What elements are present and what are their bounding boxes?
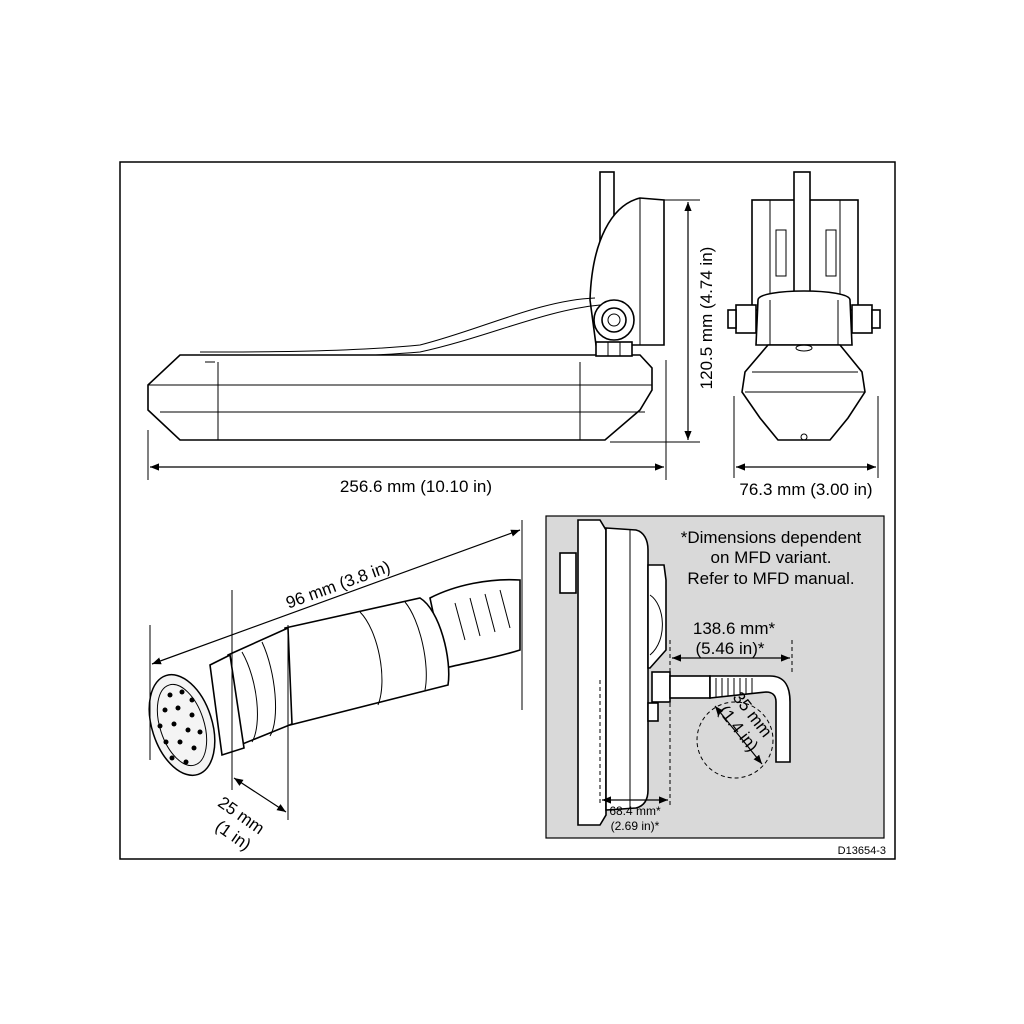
depth-in-label: (2.69 in)*	[611, 819, 660, 833]
connector-view	[148, 578, 521, 777]
width-dimension: 76.3 mm (3.00 in)	[733, 396, 879, 499]
height-label: 120.5 mm (4.74 in)	[697, 247, 716, 390]
mfd-note-line-3: Refer to MFD manual.	[687, 569, 854, 588]
transducer-side-view	[147, 171, 665, 441]
mfd-note-line-2: on MFD variant.	[711, 548, 832, 567]
mfd-inset	[545, 515, 885, 839]
connector-length-label: 96 mm (3.8 in)	[283, 557, 392, 612]
drawing-id: D13654-3	[838, 845, 886, 857]
width-label: 76.3 mm (3.00 in)	[739, 480, 872, 499]
height-dimension: 120.5 mm (4.74 in)	[610, 199, 716, 443]
length-label: 256.6 mm (10.10 in)	[340, 477, 492, 496]
clearance-in-label: (5.46 in)*	[696, 639, 765, 658]
length-dimension: 256.6 mm (10.10 in)	[147, 360, 667, 496]
clearance-mm-label: 138.6 mm*	[693, 619, 776, 638]
depth-mm-label: 68.4 mm*	[609, 804, 661, 818]
mfd-note-line-1: *Dimensions dependent	[681, 528, 862, 547]
transducer-end-view	[727, 171, 881, 441]
drawing-frame	[119, 161, 896, 860]
